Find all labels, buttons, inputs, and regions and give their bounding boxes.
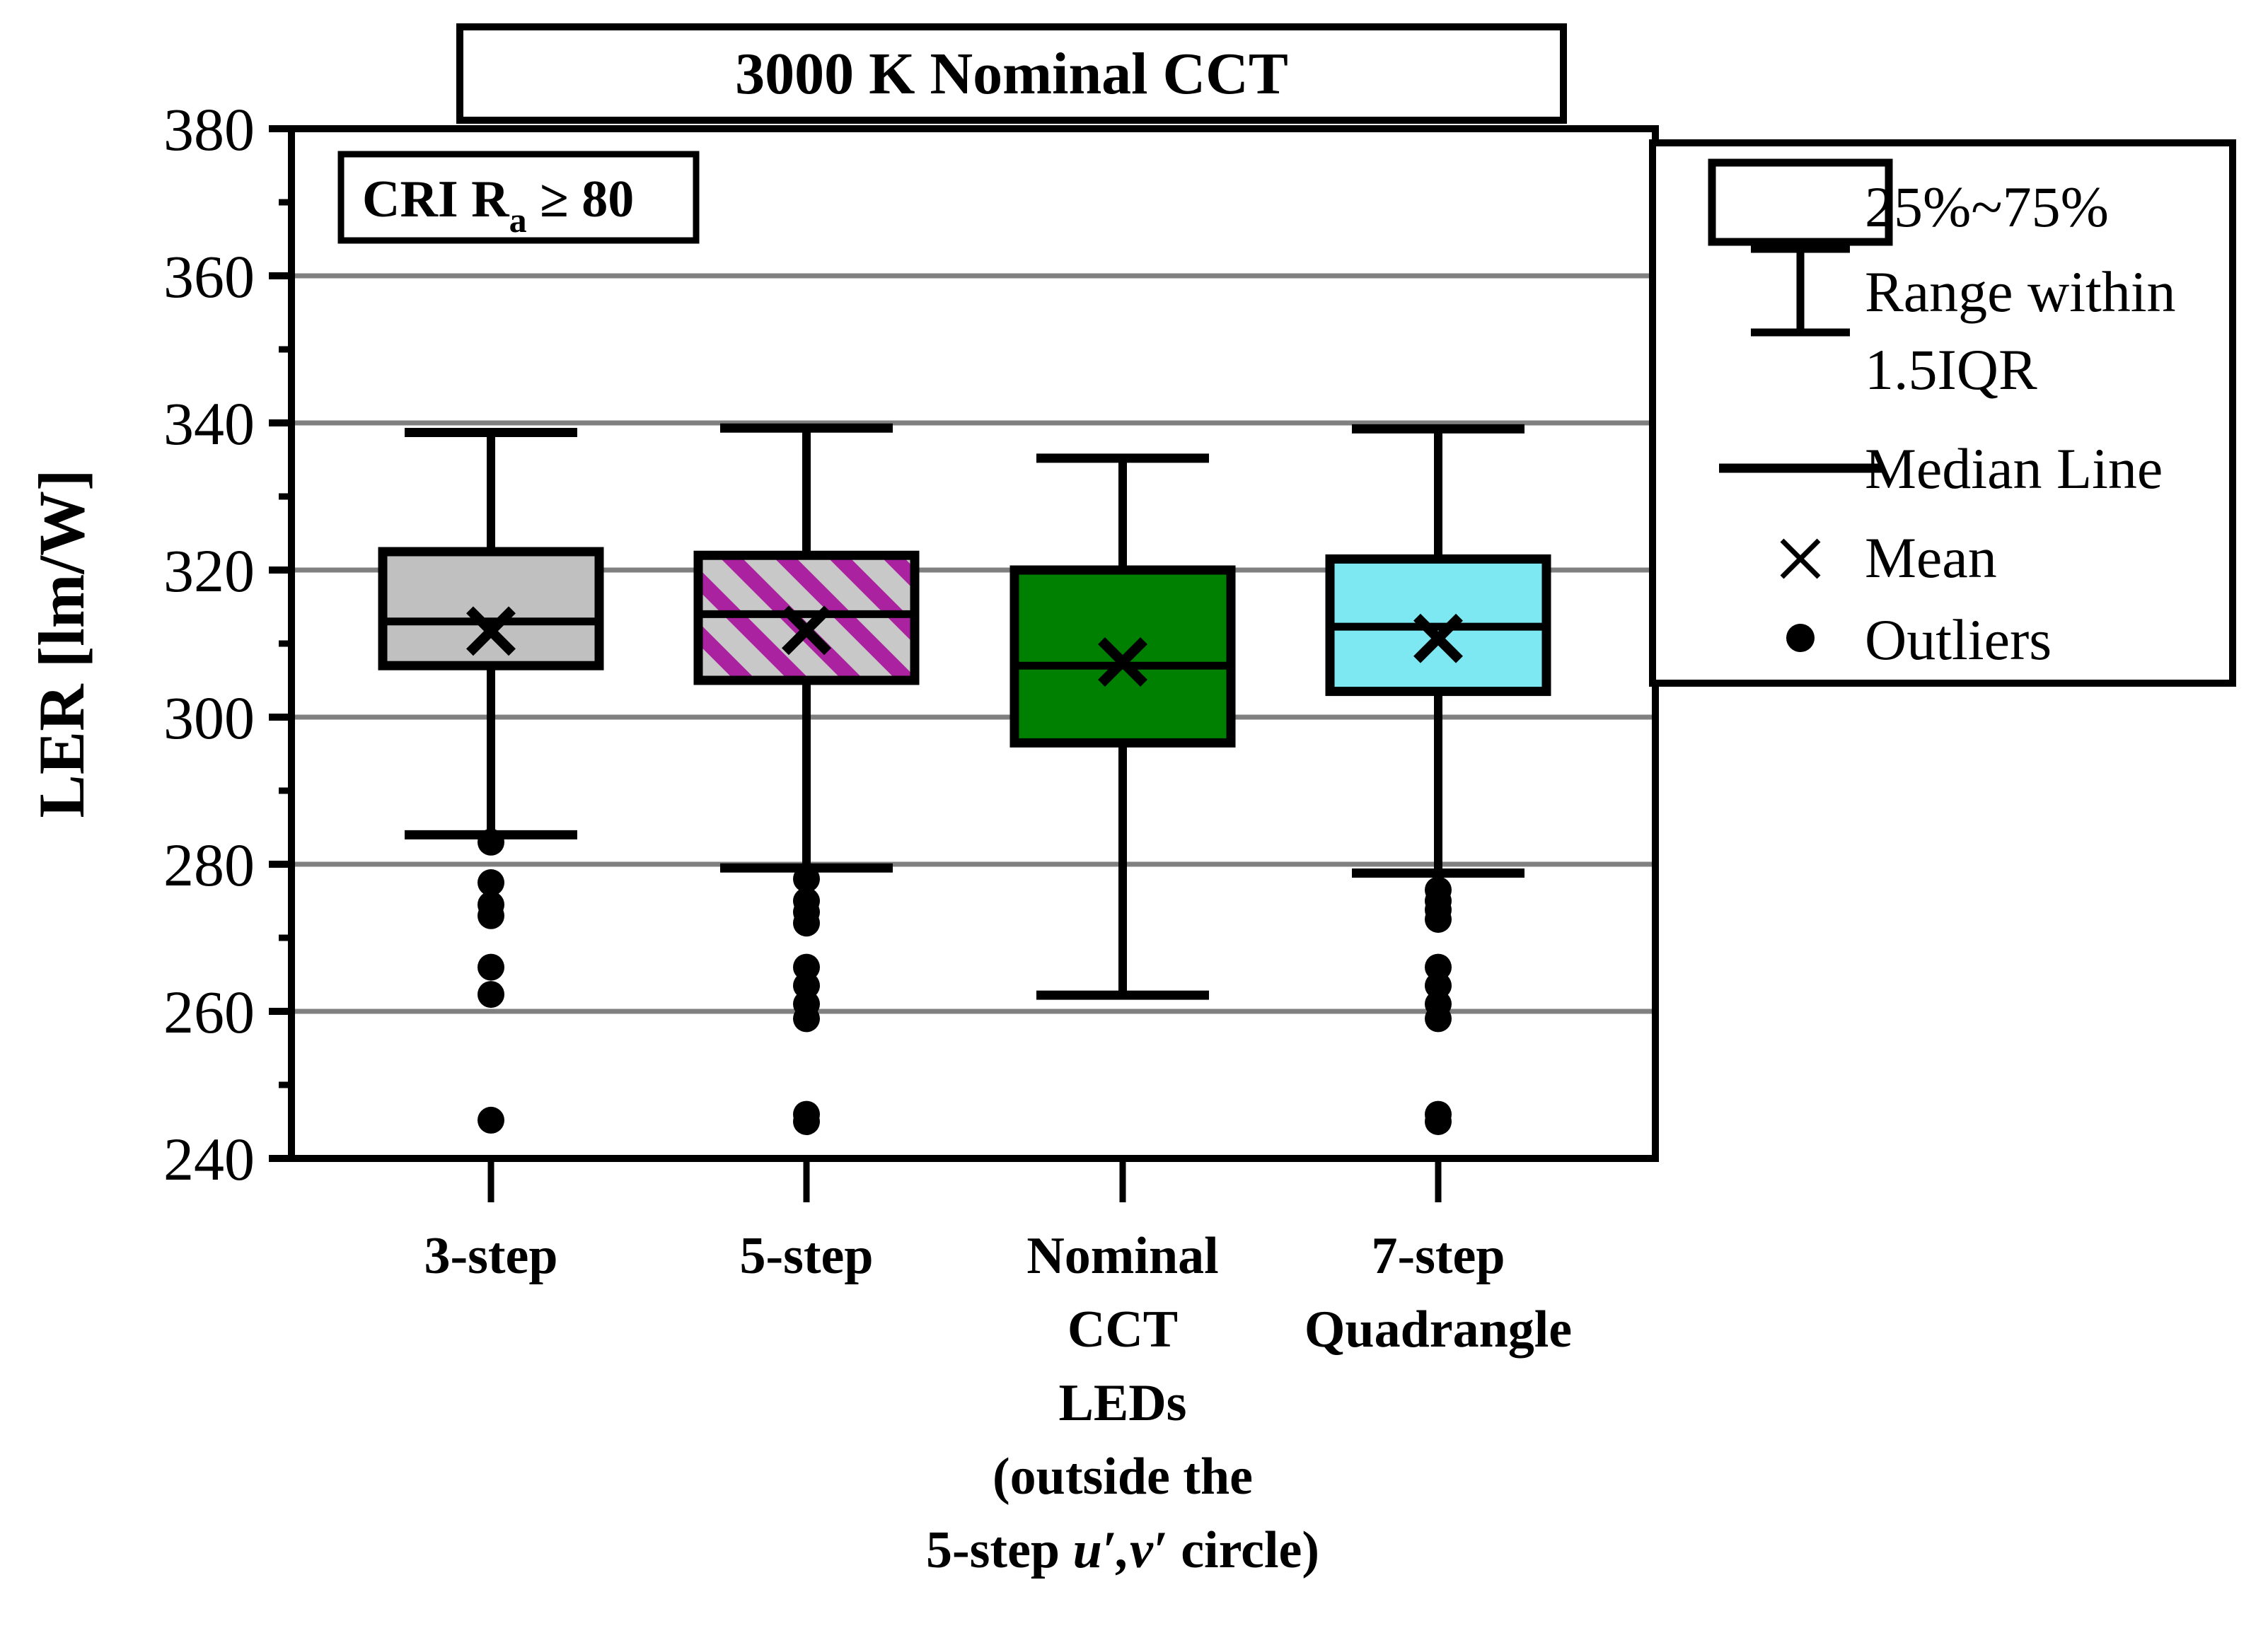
category-label-4: Quadrangle	[1304, 1301, 1572, 1359]
outlier-point	[793, 910, 820, 937]
category-label-3: (outside the	[993, 1448, 1253, 1506]
outlier-point	[478, 981, 504, 1009]
legend-box[interactable]: 25%~75% Range within 1.5IQR Median LineMean…	[1649, 139, 2236, 687]
y-tick-label-320: 320	[163, 537, 255, 605]
outlier-point	[1425, 972, 1452, 999]
outlier-point	[478, 953, 504, 981]
outlier-point	[793, 953, 820, 981]
y-axis-ticks	[269, 125, 291, 1162]
legend-label-outliers: Outliers	[1865, 608, 2052, 672]
outlier-point	[478, 1106, 504, 1134]
category-label-3: CCT	[1068, 1301, 1178, 1359]
box-plot-2	[693, 423, 920, 1135]
y-axis-title-group: LER [lm/W]	[25, 469, 98, 818]
y-tick-label-300: 300	[163, 684, 255, 752]
category-label-3: 5-step u′,v′ circle)	[926, 1521, 1319, 1579]
chart-title-box: 3000 K Nominal CCT	[456, 23, 1567, 124]
y-tick-label-340: 340	[163, 390, 255, 458]
outlier-point	[478, 828, 504, 856]
y-tick-label-380: 380	[163, 95, 255, 163]
legend-cross-icon	[1780, 538, 1821, 579]
outlier-point	[793, 972, 820, 999]
box-plot-1	[378, 428, 604, 1134]
cri-annotation-text: CRI Ra ≥ 80	[362, 170, 634, 240]
legend-label-range-2: 1.5IQR	[1865, 337, 2037, 402]
box-plot-3	[1009, 453, 1236, 1000]
y-tick-label-280: 280	[163, 831, 255, 899]
y-tick-label-240: 240	[163, 1125, 255, 1193]
box-plot-4	[1325, 424, 1551, 1135]
mean-marker	[466, 606, 516, 656]
y-tick-label-260: 260	[163, 978, 255, 1046]
box-iqr	[1009, 565, 1236, 748]
title-box-border	[456, 23, 1567, 124]
x-axis-ticks	[487, 1158, 1442, 1202]
outlier-point	[793, 1108, 820, 1135]
chart-title: 3000 K Nominal CCT	[735, 41, 1288, 107]
outlier-point	[1425, 953, 1452, 981]
annotation-box-border	[337, 151, 700, 244]
outlier-point	[1425, 1005, 1452, 1033]
legend-label-iqr: 25%~75%	[1865, 175, 2109, 239]
legend-dot-icon	[1786, 624, 1815, 652]
mean-marker	[1413, 613, 1463, 663]
box-iqr	[378, 547, 604, 670]
legend-box-symbol	[1708, 158, 1893, 246]
category-label-1: 3-step	[424, 1227, 557, 1285]
outlier-point	[478, 902, 504, 929]
y-axis-title: LER [lm/W]	[25, 469, 98, 818]
outlier-point	[1425, 1108, 1452, 1135]
legend-label-median: Median Line	[1865, 436, 2163, 501]
box-plot-series-group	[378, 423, 1551, 1135]
outlier-point	[478, 869, 504, 896]
mean-marker	[782, 605, 831, 656]
category-label-3: Nominal	[1026, 1227, 1218, 1285]
category-label-4: 7-step	[1371, 1227, 1505, 1285]
category-label-3: LEDs	[1059, 1374, 1187, 1432]
y-tick-label-360: 360	[163, 243, 255, 310]
outlier-point	[793, 865, 820, 893]
outlier-point	[793, 1005, 820, 1033]
cri-annotation-box: CRI Ra ≥ 80	[337, 151, 700, 244]
legend-label-range-1: Range within	[1865, 260, 2176, 324]
y-axis-tick-labels: 240 260 280 300 320 340 360 380	[163, 95, 255, 1193]
legend-label-mean: Mean	[1865, 525, 1997, 590]
category-label-2: 5-step	[739, 1227, 873, 1285]
mean-marker	[1098, 637, 1147, 687]
outlier-point	[1425, 906, 1452, 933]
